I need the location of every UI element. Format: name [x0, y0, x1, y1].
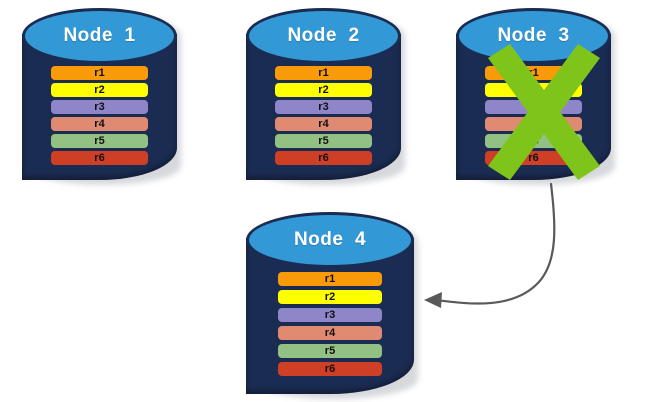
- row-item[interactable]: r6: [275, 151, 372, 165]
- node-3-rows: r1 r2 r3 r4 r5 r6: [485, 66, 582, 165]
- row-item[interactable]: r3: [278, 308, 382, 322]
- node-4-label: Node 4: [293, 229, 367, 250]
- row-item[interactable]: r2: [275, 83, 372, 97]
- node-1[interactable]: Node 1 r1 r2 r3 r4 r5 r6: [22, 8, 181, 185]
- row-item[interactable]: r4: [51, 117, 148, 131]
- row-item[interactable]: r2: [51, 83, 148, 97]
- row-item[interactable]: r5: [275, 134, 372, 148]
- row-item[interactable]: r6: [51, 151, 148, 165]
- row-item[interactable]: r1: [275, 66, 372, 80]
- cylinder-top-ellipse: [246, 8, 401, 64]
- row-item[interactable]: r6: [485, 151, 582, 165]
- node-1-rows: r1 r2 r3 r4 r5 r6: [51, 66, 148, 165]
- row-item[interactable]: r4: [278, 326, 382, 340]
- node-3[interactable]: Node 3 r1 r2 r3 r4 r5 r6: [456, 8, 615, 185]
- row-item[interactable]: r5: [278, 344, 382, 358]
- row-item[interactable]: r6: [278, 362, 382, 376]
- node-2-label: Node 2: [287, 25, 360, 46]
- row-item[interactable]: r3: [485, 100, 582, 114]
- node-2[interactable]: Node 2 r1 r2 r3 r4 r5 r6: [246, 8, 405, 185]
- cylinder-top-ellipse: [22, 8, 177, 64]
- row-item[interactable]: r4: [275, 117, 372, 131]
- node-4-rows: r1 r2 r3 r4 r5 r6: [278, 272, 382, 376]
- node-1-label: Node 1: [63, 25, 136, 46]
- cylinder-top-ellipse: [246, 212, 414, 268]
- row-item[interactable]: r5: [485, 134, 582, 148]
- row-item[interactable]: r2: [485, 83, 582, 97]
- node-4[interactable]: Node 4 r1 r2 r3 r4 r5 r6: [246, 212, 418, 399]
- node-3-label: Node 3: [497, 25, 570, 46]
- row-item[interactable]: r5: [51, 134, 148, 148]
- row-item[interactable]: r3: [51, 100, 148, 114]
- row-item[interactable]: r3: [275, 100, 372, 114]
- row-item[interactable]: r1: [278, 272, 382, 286]
- row-item[interactable]: r1: [51, 66, 148, 80]
- node-2-rows: r1 r2 r3 r4 r5 r6: [275, 66, 372, 165]
- row-item[interactable]: r4: [485, 117, 582, 131]
- row-item[interactable]: r2: [278, 290, 382, 304]
- row-item[interactable]: r1: [485, 66, 582, 80]
